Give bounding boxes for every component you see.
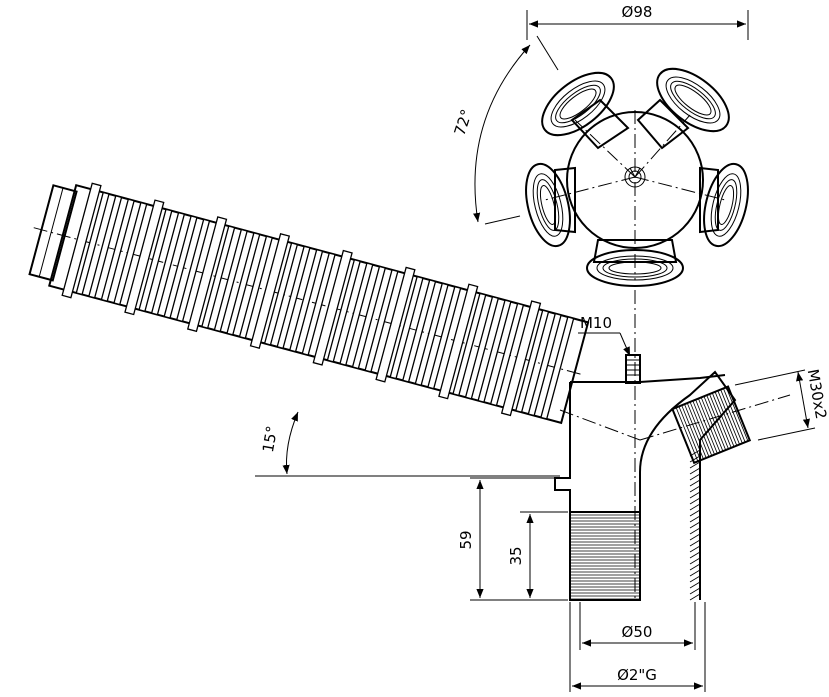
strainer-tube bbox=[28, 182, 590, 425]
bottom-male-thread bbox=[569, 511, 641, 601]
dim-arc-72 bbox=[473, 44, 531, 223]
port-bottom bbox=[586, 239, 684, 287]
port-right bbox=[699, 162, 749, 248]
dim-arc-15 bbox=[282, 411, 299, 475]
label-height-thread: 35 bbox=[507, 546, 525, 565]
label-bolt-thread: M10 bbox=[580, 314, 612, 332]
port-upper-right bbox=[636, 67, 730, 150]
dim-line-side-thread bbox=[796, 371, 810, 429]
top-view: Ø98 72° bbox=[451, 3, 749, 287]
label-body-diameter: Ø50 bbox=[622, 623, 653, 641]
label-top-diameter: Ø98 bbox=[622, 3, 653, 21]
m10-stud bbox=[625, 354, 641, 384]
label-height-total: 59 bbox=[457, 530, 475, 549]
elbow-top bbox=[570, 374, 726, 383]
label-angle-side: 15° bbox=[259, 424, 281, 453]
port-left bbox=[525, 162, 576, 248]
label-thread-diameter: Ø2"G bbox=[617, 666, 657, 684]
side-outlet-thread bbox=[671, 385, 752, 465]
wall-hatching bbox=[689, 449, 701, 601]
port-upper-left bbox=[541, 71, 630, 150]
side-view: M10 M30x2 15° 59 35 Ø50 Ø2"G bbox=[28, 182, 829, 692]
label-angle-top: 72° bbox=[451, 107, 476, 138]
label-side-thread: M30x2 bbox=[804, 368, 829, 421]
